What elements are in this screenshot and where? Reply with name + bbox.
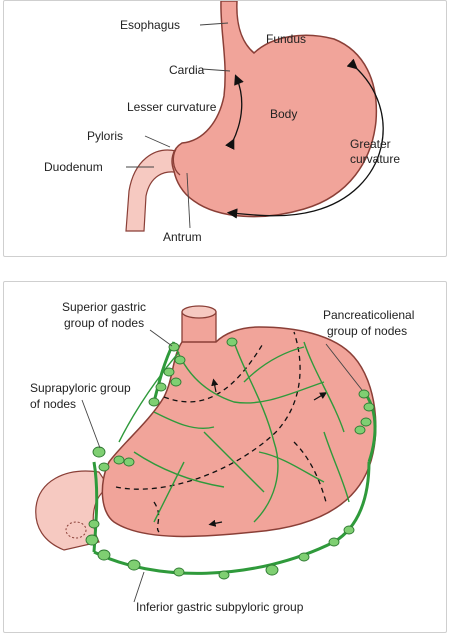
lymphatic-vessels [118,341,350,523]
label-body: Body [270,107,298,121]
label-superior-1: Superior gastric [62,300,147,314]
greater-curvature-arrow [226,58,384,219]
label-suprapyloric-1: Suprapyloric group [30,381,131,395]
label-esophagus: Esophagus [120,18,181,32]
stomach-shape [101,326,377,538]
lymph-nodes-panel: Superior gastric group of nodes Pancreat… [3,281,447,633]
label-inferior: Inferior gastric subpyloric group [136,600,304,614]
label-greater-curvature-1: Greater [350,137,391,151]
region-boundaries [115,331,327,533]
label-duodenum: Duodenum [44,160,103,174]
label-greater-curvature-2: curvature [350,152,401,166]
stomach-regions-illustration [125,1,384,232]
label-pyloris: Pyloris [87,129,124,143]
label-antrum: Antrum [163,230,202,244]
label-cardia: Cardia [169,63,205,77]
label-superior-2: group of nodes [64,316,145,330]
stomach-regions-panel: Esophagus Fundus Cardia Lesser curvature… [3,0,447,257]
lymph-nodes [85,337,375,580]
duodenum-shape [35,470,110,551]
pylorus-ring [172,148,181,176]
label-fundus: Fundus [266,32,307,46]
label-suprapyloric-2: of nodes [30,397,77,411]
label-pancreaticolienal-1: Pancreaticolienal [323,308,415,322]
label-pancreaticolienal-2: group of nodes [327,324,408,338]
label-lesser-curvature: Lesser curvature [127,100,217,114]
stomach-lymph-illustration [35,305,377,603]
duodenum-shape [125,149,181,232]
